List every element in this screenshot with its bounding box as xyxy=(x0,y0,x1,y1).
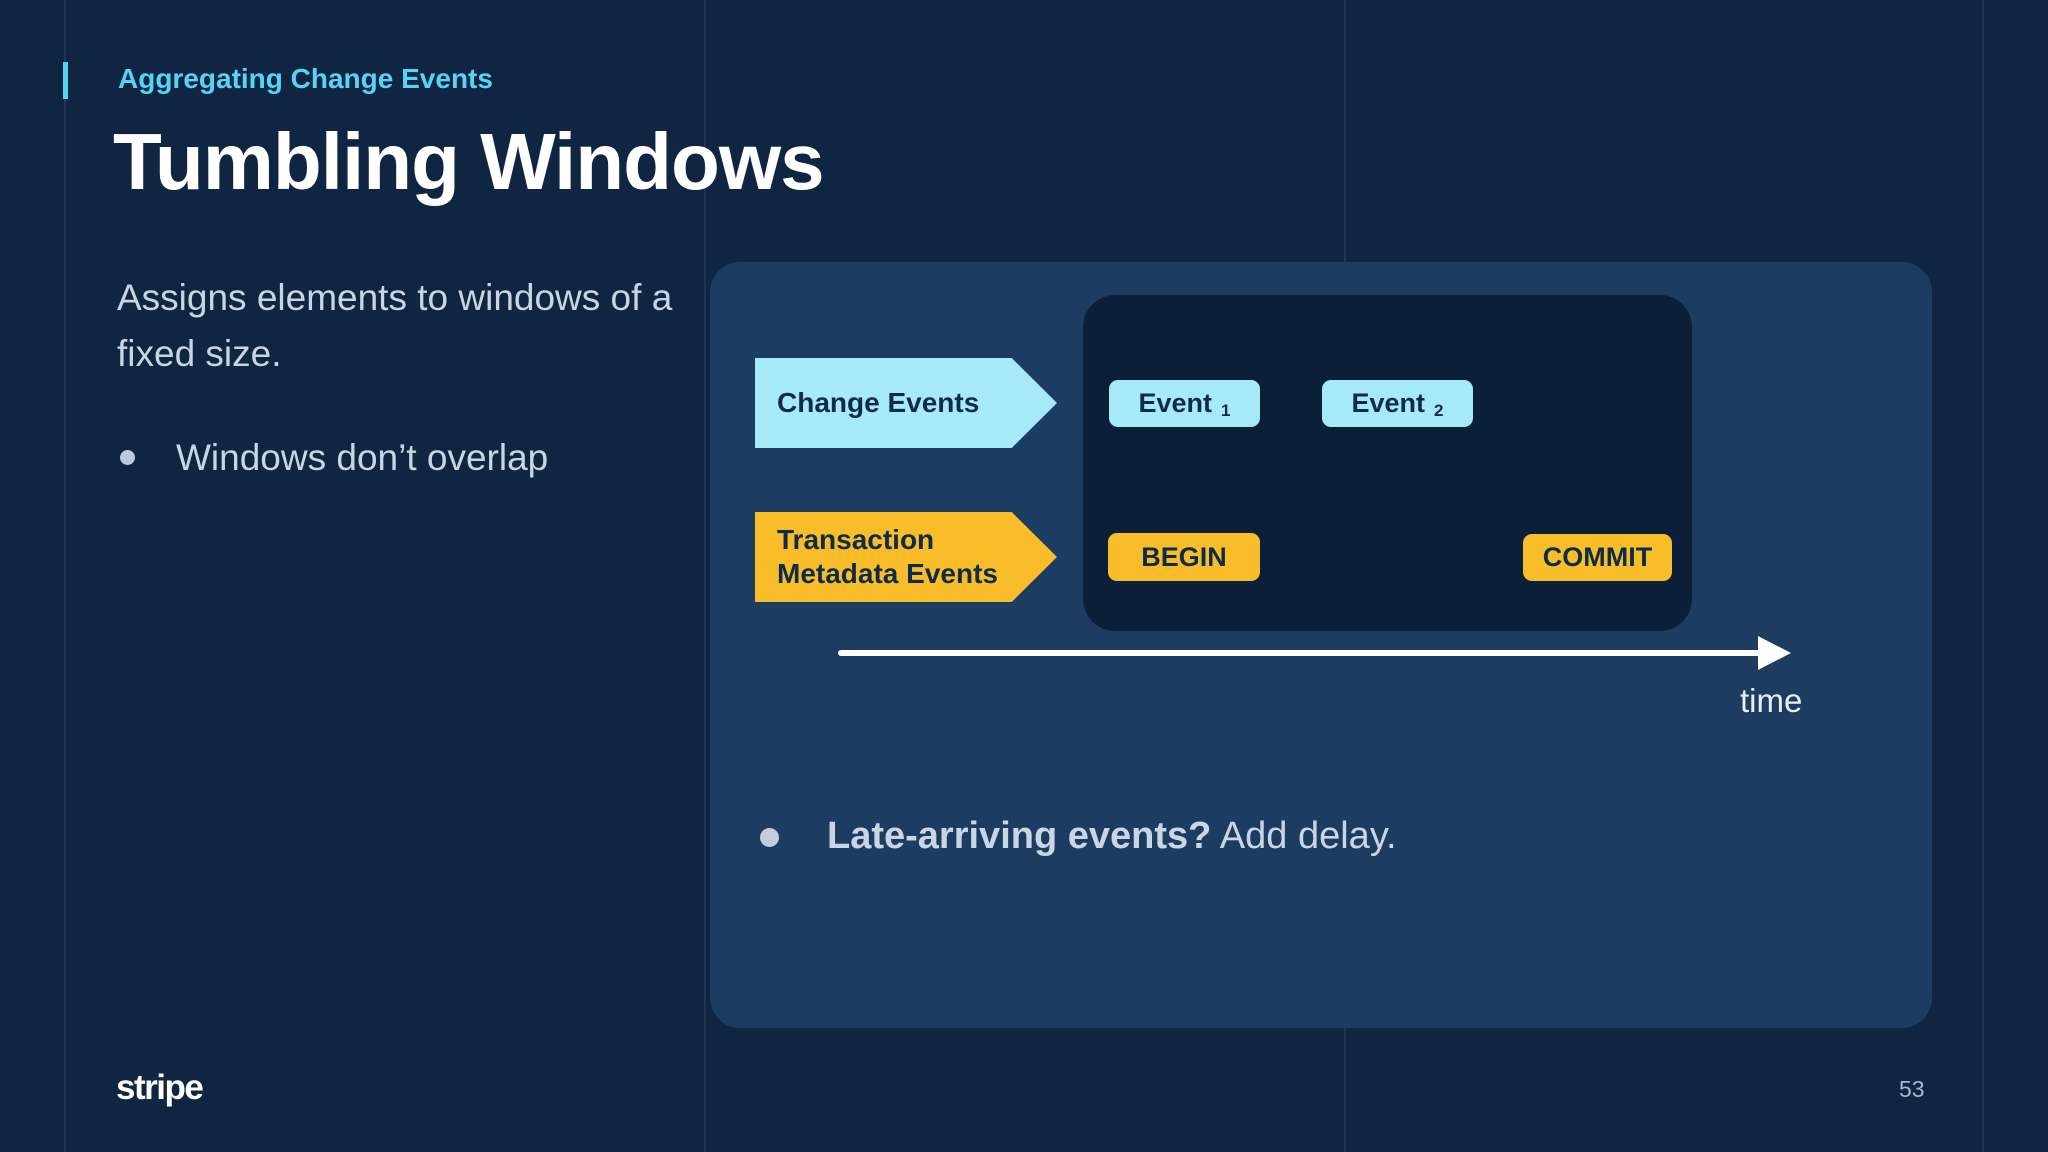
late-events-answer: Add delay. xyxy=(1211,815,1397,857)
transaction-metadata-label: Transaction Metadata Events xyxy=(755,523,998,591)
stripe-logo: stripe xyxy=(116,1068,204,1107)
section-eyebrow: Aggregating Change Events xyxy=(118,63,493,94)
event-1-subscript: 1 xyxy=(1221,400,1231,420)
transaction-metadata-arrow: Transaction Metadata Events xyxy=(755,512,1057,602)
eyebrow-accent-bar xyxy=(63,62,68,99)
grid-guide-line xyxy=(64,0,66,1152)
bullet-item: Windows don’t overlap xyxy=(120,430,548,486)
event-1-chip: Event 1 xyxy=(1109,380,1260,427)
event-2-subscript: 2 xyxy=(1434,400,1444,420)
late-events-text: Late-arriving events? Add delay. xyxy=(827,810,1397,862)
event-2-chip: Event 2 xyxy=(1322,380,1473,427)
tumbling-window-box: Event 1 Event 2 BEGIN COMMIT xyxy=(1083,295,1692,631)
bullet-icon xyxy=(120,450,135,465)
time-axis-line xyxy=(838,650,1765,656)
transaction-label-line1: Transaction xyxy=(777,524,935,555)
page-number: 53 xyxy=(1899,1076,1925,1102)
bullet-label: Windows don’t overlap xyxy=(176,437,549,478)
page-title: Tumbling Windows xyxy=(113,117,825,206)
late-events-bullet: Late-arriving events? Add delay. xyxy=(760,810,1397,862)
commit-chip: COMMIT xyxy=(1523,534,1672,581)
body-paragraph: Assigns elements to windows of a fixed s… xyxy=(117,277,673,374)
grid-guide-line xyxy=(1982,0,1984,1152)
begin-chip: BEGIN xyxy=(1108,533,1260,581)
change-events-label: Change Events xyxy=(777,387,980,418)
bullet-icon xyxy=(760,828,779,847)
diagram-panel: Change Events Transaction Metadata Event… xyxy=(710,262,1932,1028)
transaction-label-line2: Metadata Events xyxy=(777,558,998,589)
change-events-arrow: Change Events xyxy=(755,358,1057,448)
time-axis-arrowhead-icon xyxy=(1758,636,1791,670)
event-2-label: Event xyxy=(1351,388,1426,418)
late-events-question: Late-arriving events? xyxy=(827,815,1212,857)
time-axis-label: time xyxy=(1740,682,1803,719)
event-1-label: Event xyxy=(1138,388,1213,418)
grid-guide-line xyxy=(704,0,706,1152)
